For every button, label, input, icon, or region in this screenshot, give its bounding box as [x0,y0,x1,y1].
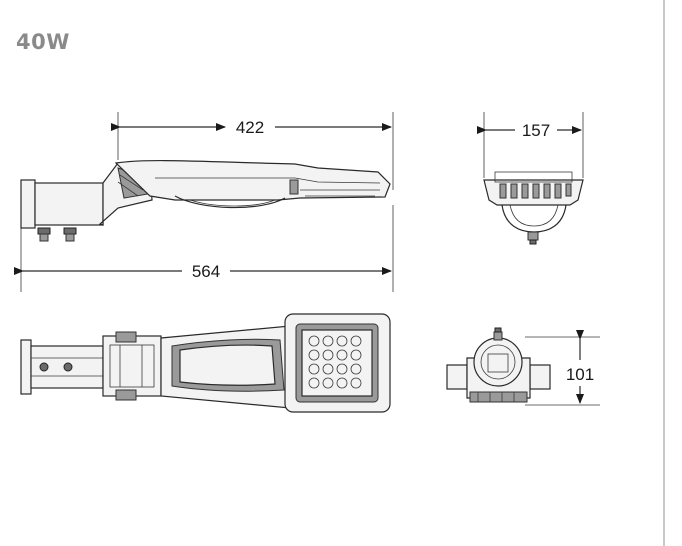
power-rating-title: 40W [16,30,70,54]
side-view: 422 564 [14,112,394,292]
front-ring [501,204,567,233]
spigot-end [20,179,36,229]
led-grid [308,335,362,389]
dim-label-101: 101 [566,365,594,384]
dim-label-157: 157 [522,121,550,140]
rear-arm-right [529,364,551,390]
right-border [663,0,665,546]
driver-cover [179,344,276,386]
housing-shell [114,159,391,201]
dim-label-564: 564 [192,262,220,281]
front-view: 157 [477,112,584,245]
front-fins [499,183,572,199]
spigot-tube [34,182,104,226]
housing-belly [174,195,286,209]
rear-view: 101 [446,327,600,406]
rear-arm-left [446,364,468,390]
top-spigot-end [20,339,32,395]
dim-label-422: 422 [236,118,264,137]
top-view [20,313,391,413]
